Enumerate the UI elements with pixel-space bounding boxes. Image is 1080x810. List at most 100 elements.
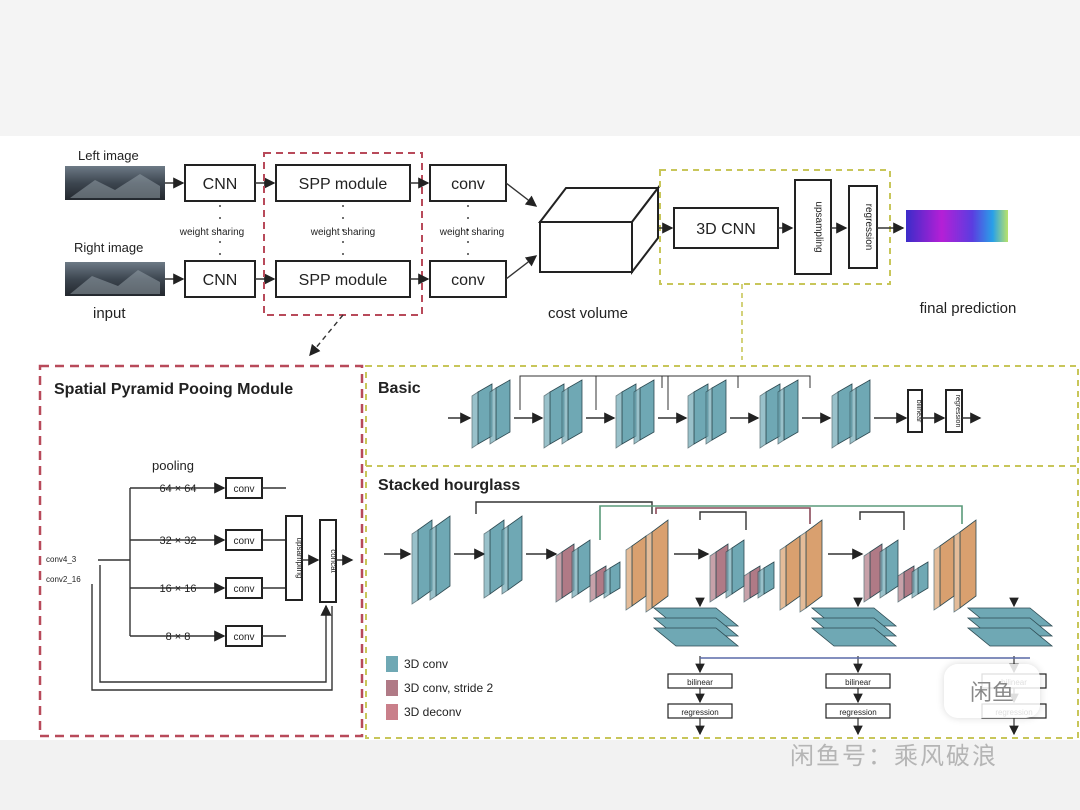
skip-connection-conv2 bbox=[91, 584, 333, 691]
basic-conv-block bbox=[777, 379, 799, 445]
bottom-blank-band bbox=[0, 740, 1080, 810]
conv-label-top: conv bbox=[451, 176, 485, 193]
regression-label: regression bbox=[863, 204, 874, 251]
upsampling-label: upsampling bbox=[813, 201, 824, 252]
pool-branch-64 bbox=[130, 477, 286, 499]
pool-size-64: 64 × 64 bbox=[159, 483, 196, 495]
hg-stride2-block bbox=[743, 565, 761, 603]
hg-deconv-block bbox=[799, 519, 823, 613]
cnn-box-top bbox=[184, 164, 256, 202]
basic-regression-box bbox=[945, 389, 963, 433]
basic-upsample-box bbox=[907, 389, 923, 433]
basic-title: Basic bbox=[378, 380, 421, 397]
hg-regression-label: regression bbox=[681, 708, 718, 717]
spp-label-bottom: SPP module bbox=[299, 272, 388, 289]
weight-sharing-label-1: weight sharing bbox=[179, 227, 244, 238]
cnn3d-detail-panel bbox=[365, 365, 1079, 739]
basic-skip bbox=[595, 375, 739, 410]
conv-label-bottom: conv bbox=[451, 272, 485, 289]
hg-deconv-block bbox=[645, 519, 669, 613]
watermark-text: 闲鱼号：乘风破浪 bbox=[790, 742, 998, 770]
regression-box bbox=[848, 185, 878, 269]
hourglass-output-stack: bilinear regression bbox=[652, 597, 740, 736]
watermark-badge: 闲鱼 bbox=[944, 664, 1040, 718]
hg-stride2-block bbox=[863, 543, 883, 603]
hourglass-skip-green bbox=[599, 505, 963, 540]
conv-box-bottom bbox=[429, 260, 507, 298]
hourglass-outputs: bilinearregressionbilinearregressionbili… bbox=[652, 597, 1054, 736]
legend-label: 3D conv, stride 2 bbox=[404, 681, 493, 695]
hg-deconv-block bbox=[933, 535, 955, 611]
pool-branch-16 bbox=[130, 577, 286, 599]
hg-conv-block bbox=[725, 539, 745, 599]
upsampling-box bbox=[794, 179, 832, 275]
pool-conv-8: conv bbox=[233, 632, 254, 643]
legend-label: 3D deconv bbox=[404, 705, 461, 719]
legend-swatch bbox=[386, 704, 398, 720]
hg-stride2-block bbox=[555, 543, 575, 603]
hg-stride2-block bbox=[709, 543, 729, 603]
pool-branch-8 bbox=[130, 625, 286, 647]
conv-box-top bbox=[429, 164, 507, 202]
weight-sharing-label-3: weight sharing bbox=[439, 227, 504, 238]
pool-branch-32 bbox=[130, 529, 286, 551]
spp-module-title: Spatial Pyramid Pooing Module bbox=[54, 381, 293, 398]
spp-label-top: SPP module bbox=[299, 176, 388, 193]
legend-swatch bbox=[386, 656, 398, 672]
hg-conv-block bbox=[757, 561, 775, 599]
cnn-label-bottom: CNN bbox=[203, 272, 238, 289]
cnn-label-top: CNN bbox=[203, 176, 238, 193]
arrow-conv-to-cost-bottom bbox=[505, 255, 538, 280]
basic-conv-block bbox=[561, 379, 583, 445]
hg-bilinear-label: bilinear bbox=[687, 678, 713, 687]
spp-concat-label: concat bbox=[329, 549, 338, 573]
basic-conv-block bbox=[543, 383, 565, 449]
arrow-conv-to-cost-top bbox=[505, 182, 538, 207]
spp-upsampling-box bbox=[285, 515, 303, 601]
hourglass-conv-block bbox=[501, 515, 523, 595]
final-prediction-label: final prediction bbox=[920, 300, 1017, 317]
spp-box-top bbox=[275, 164, 411, 202]
basic-conv-blocks bbox=[471, 375, 908, 449]
basic-conv-block bbox=[687, 383, 709, 449]
hourglass-skip-red bbox=[655, 507, 811, 524]
left-image-scene bbox=[70, 174, 160, 198]
left-image-label: Left image bbox=[78, 148, 139, 163]
spp-upsampling-label: upsampling bbox=[295, 538, 304, 579]
legend-label: 3D conv bbox=[404, 657, 448, 671]
pool-size-32: 32 × 32 bbox=[159, 535, 196, 547]
right-image-label: Right image bbox=[74, 240, 143, 255]
pool-conv-64: conv bbox=[233, 484, 254, 495]
legend-swatch bbox=[386, 680, 398, 696]
hg-bilinear-label: bilinear bbox=[845, 678, 871, 687]
input-label: input bbox=[93, 305, 126, 322]
basic-regression-label: regression bbox=[954, 395, 961, 428]
cost-volume-cube bbox=[537, 185, 661, 275]
pooling-label: pooling bbox=[152, 458, 194, 473]
hourglass-conv-block bbox=[429, 515, 451, 601]
hg-conv-block bbox=[603, 561, 621, 599]
hg-deconv-block bbox=[779, 535, 801, 611]
basic-conv-block bbox=[849, 379, 871, 445]
basic-conv-block bbox=[471, 383, 493, 449]
basic-skip bbox=[519, 375, 663, 410]
basic-upsample-label: bilinear bbox=[915, 400, 922, 423]
skip-connection-conv4 bbox=[99, 565, 332, 683]
hourglass-skip-3 bbox=[859, 511, 905, 530]
basic-conv-block bbox=[831, 383, 853, 449]
pool-size-8: 8 × 8 bbox=[166, 631, 191, 643]
pool-size-16: 16 × 16 bbox=[159, 583, 196, 595]
hg-deconv-block bbox=[953, 519, 977, 613]
pool-conv-32: conv bbox=[233, 536, 254, 547]
basic-conv-block bbox=[705, 379, 727, 445]
right-image-scene bbox=[70, 270, 160, 294]
basic-conv-block bbox=[615, 383, 637, 449]
top-blank-band bbox=[0, 0, 1080, 136]
basic-skip bbox=[667, 375, 811, 410]
hourglass-title: Stacked hourglass bbox=[378, 477, 520, 494]
hourglass-conv-block bbox=[483, 519, 505, 599]
cost-volume-label: cost volume bbox=[548, 305, 628, 322]
basic-conv-block bbox=[759, 383, 781, 449]
legend: 3D conv 3D conv, stride 2 3D deconv bbox=[386, 656, 493, 720]
